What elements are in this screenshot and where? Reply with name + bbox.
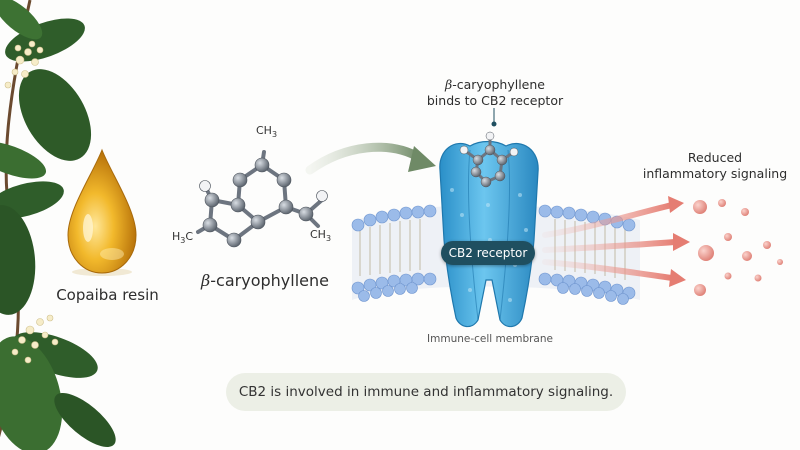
signal-rays (542, 196, 690, 287)
membrane-label: Immune-cell membrane (427, 333, 553, 345)
left-methyl-label: H3C (172, 230, 193, 245)
receptor-tag: CB2 receptor (441, 241, 535, 265)
binding-pointer (491, 108, 497, 127)
signal-label: Reduced inflammatory signaling (642, 150, 788, 181)
receptor-icon (439, 131, 539, 328)
binding-arrow-icon (305, 142, 436, 175)
caption-pill: CB2 is involved in immune and inflammato… (226, 373, 626, 411)
signal-particles (693, 199, 783, 296)
molecule-icon: CH3 H3C CH3 (172, 124, 331, 248)
right-methyl-label: CH3 (310, 228, 331, 243)
top-methyl-label: CH3 (256, 124, 277, 139)
binding-label: β-caryophyllene binds to CB2 receptor (426, 77, 564, 108)
resin-label: Copaiba resin (56, 286, 159, 304)
copaiba-branch-icon (0, 0, 116, 450)
resin-drop-icon (67, 148, 137, 276)
molecule-label: β-caryophyllene (201, 271, 329, 290)
